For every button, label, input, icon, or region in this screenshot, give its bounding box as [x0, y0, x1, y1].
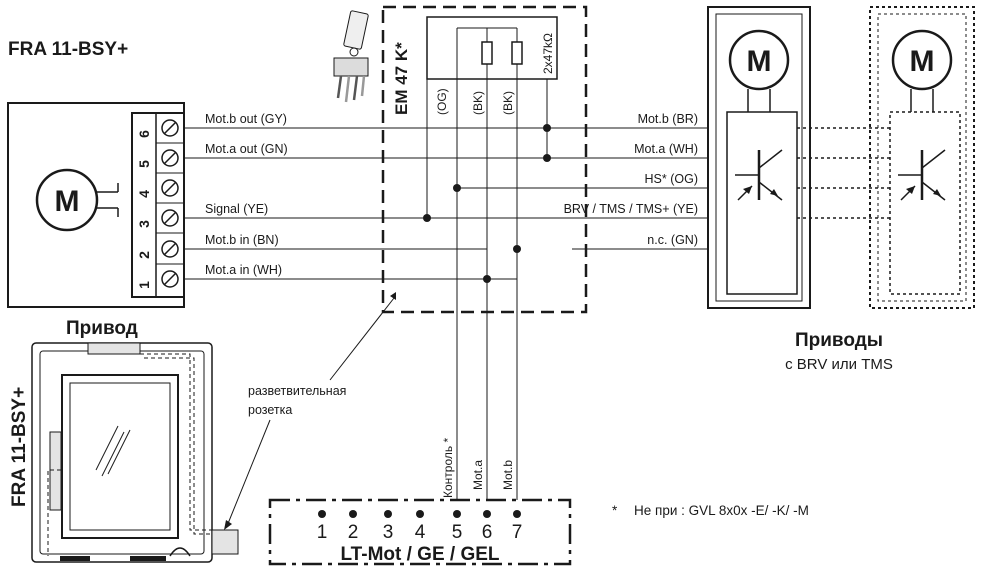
- em-module: 2x47kΩ EM 47 K* (OG) (BK) (BK): [381, 5, 588, 314]
- resistor-2: [511, 41, 523, 65]
- controller-terminal-number: 5: [452, 522, 463, 543]
- wire-label-mot-b-out: Mot.b out (GY): [205, 112, 287, 126]
- terminal-number: 5: [136, 160, 152, 168]
- terminal-6: 6: [136, 119, 184, 144]
- resistor-value: 2x47kΩ: [541, 33, 555, 74]
- terminal-1: 1: [136, 270, 179, 289]
- door-illustration: FRA 11-BSY+: [9, 342, 239, 563]
- em-wire-code-og: (OG): [435, 88, 449, 115]
- controller-terminal-2: 2: [348, 510, 359, 543]
- controller-wire-label-mot-b: Mot.b: [501, 460, 515, 490]
- right-motor-label: M: [747, 45, 772, 78]
- controller-wire-label-control: Контроль *: [441, 438, 455, 498]
- door-handle: [49, 431, 62, 511]
- right-actuator-primary: M: [707, 6, 811, 309]
- wire-label-brv-tms: BRV / TMS / TMS+ (YE): [564, 202, 698, 216]
- controller-name: LT-Mot / GE / GEL: [340, 544, 499, 565]
- em-wire-code-bk2: (BK): [501, 91, 515, 115]
- wire-label-mot-a-out: Mot.a out (GN): [205, 142, 288, 156]
- left-motor-label: M: [55, 185, 80, 218]
- wire-label-mot-a-in: Mot.a in (WH): [205, 263, 282, 277]
- controller-terminal-number: 3: [383, 522, 394, 543]
- footnote-marker: *: [612, 503, 618, 518]
- device-title: FRA 11-BSY+: [8, 39, 128, 60]
- terminal-dot: [416, 510, 424, 518]
- terminal-dot: [483, 510, 491, 518]
- wire-label-nc-gn: n.c. (GN): [647, 233, 698, 247]
- controller-terminal-6: 6: [482, 510, 493, 543]
- em-module-name: EM 47 K*: [392, 42, 411, 115]
- controller-terminal-5: 5: [452, 510, 463, 543]
- wire-junctions: [423, 124, 551, 283]
- controller-terminal-3: 3: [383, 510, 394, 543]
- door-closer: [87, 342, 141, 355]
- left-actuator-caption: Привод: [66, 318, 138, 339]
- right-actuators-subcaption: с BRV или TMS: [785, 356, 893, 373]
- right-actuators-caption: Приводы: [795, 330, 883, 351]
- terminal-number: 6: [136, 130, 152, 138]
- terminal-strip: [131, 112, 185, 298]
- wire-label-mot-b-in: Mot.b in (BN): [205, 233, 279, 247]
- right-actuator-optional: M: [797, 6, 975, 309]
- terminal-number: 4: [136, 190, 152, 198]
- controller-terminal-4: 4: [415, 510, 426, 543]
- terminal-3: 3: [136, 209, 184, 234]
- terminal-dot: [513, 510, 521, 518]
- controller-terminal-number: 4: [415, 522, 426, 543]
- controller-terminal-1: 1: [317, 510, 328, 543]
- wire-label-signal: Signal (YE): [205, 202, 268, 216]
- terminal-dot: [384, 510, 392, 518]
- terminal-5: 5: [136, 149, 184, 174]
- door-label: FRA 11-BSY+: [9, 387, 30, 507]
- terminal-number: 3: [136, 220, 152, 228]
- footnote-text: Не при : GVL 8x0x -E/ -K/ -M: [634, 503, 809, 518]
- terminal-dot: [318, 510, 326, 518]
- wire-label-mot-a-wh: Mot.a (WH): [634, 142, 698, 156]
- terminal-dot: [453, 510, 461, 518]
- em-wire-code-bk1: (BK): [471, 91, 485, 115]
- optional-motor-icon: [891, 29, 953, 91]
- controller-terminal-number: 2: [348, 522, 359, 543]
- resistor-1: [481, 41, 493, 65]
- junction-box-label-line2: розетка: [248, 403, 292, 417]
- controller-terminal-number: 1: [317, 522, 328, 543]
- wires: [184, 27, 708, 500]
- em-module-illustration: [333, 10, 369, 103]
- terminal-number: 2: [136, 251, 152, 259]
- junction-box: [211, 529, 239, 555]
- left-actuator: M 6 5 4 3 2 1: [7, 102, 185, 308]
- right-motor-icon: [728, 29, 790, 91]
- wire-label-mot-b-br: Mot.b (BR): [638, 112, 698, 126]
- controller-wire-label-mot-a: Mot.a: [471, 460, 485, 490]
- controller-terminal-number: 7: [512, 522, 523, 543]
- controller-terminal-7: 7: [512, 510, 523, 543]
- controller-terminal-number: 6: [482, 522, 493, 543]
- left-motor-icon: [35, 168, 99, 232]
- optional-motor-label: M: [910, 45, 935, 78]
- terminal-number: 1: [136, 281, 152, 289]
- wire-label-hs-og: HS* (OG): [645, 172, 698, 186]
- junction-box-label-line1: разветвительная: [248, 384, 346, 398]
- terminal-2: 2: [136, 240, 184, 265]
- terminal-dot: [349, 510, 357, 518]
- terminal-4: 4: [136, 179, 184, 204]
